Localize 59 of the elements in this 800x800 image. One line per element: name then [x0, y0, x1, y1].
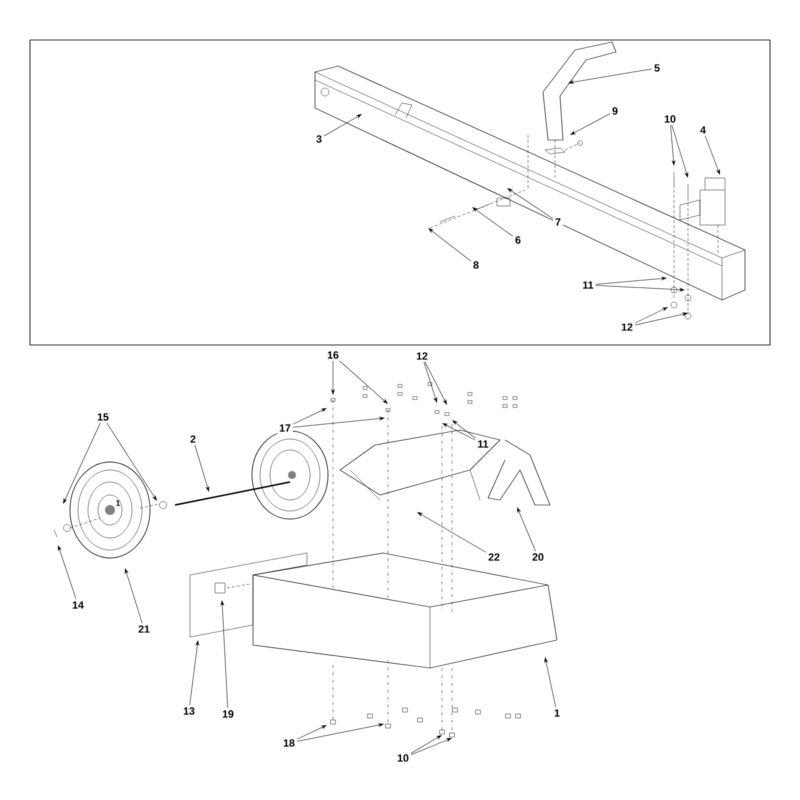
leader-line	[417, 512, 486, 553]
callout-number: 8	[471, 259, 481, 271]
leader-line	[63, 422, 101, 504]
leader-line	[634, 312, 688, 326]
callout-number: 1	[552, 707, 562, 719]
leader-line	[452, 420, 476, 438]
callout-number: 6	[513, 234, 523, 246]
leader-line	[124, 568, 142, 624]
leader-line	[194, 444, 210, 492]
leader-line	[472, 207, 514, 237]
callout-number: 12	[619, 321, 635, 333]
callout-number: 2	[188, 433, 198, 445]
leader-line	[507, 188, 554, 219]
callout-number: 10	[662, 113, 678, 125]
leader-line	[424, 362, 447, 405]
callout-number: 3	[314, 133, 324, 145]
callout-number: 17	[277, 422, 293, 434]
callout-number: 19	[220, 708, 236, 720]
leader-line	[544, 658, 556, 708]
leader-line	[568, 68, 652, 84]
leader-line	[324, 114, 362, 136]
leader-line	[410, 735, 442, 754]
callout-number: 20	[530, 551, 546, 563]
callout-number: 21	[136, 623, 152, 635]
leader-line	[106, 422, 157, 501]
leader-line	[442, 423, 476, 440]
leader-line	[190, 640, 200, 706]
leader-line	[58, 546, 76, 600]
leader-line	[670, 124, 676, 166]
leader-line	[292, 416, 384, 428]
leader-line	[331, 360, 335, 394]
part-mark: 1	[116, 500, 120, 506]
callout-number: 22	[486, 551, 502, 563]
callout-number: 15	[95, 411, 111, 423]
leader-line	[292, 408, 327, 424]
leader-line	[410, 738, 452, 755]
callout-number: 7	[553, 216, 563, 228]
callout-number: 5	[652, 62, 662, 74]
leader-line	[596, 285, 684, 292]
callout-number: 10	[395, 752, 411, 764]
leader-line	[296, 723, 384, 742]
leader-line	[296, 725, 327, 740]
leader-line	[339, 360, 388, 404]
leader-line	[672, 124, 688, 178]
callout-number: 13	[181, 705, 197, 717]
leader-line	[704, 136, 720, 174]
leader-line	[570, 113, 610, 135]
callout-number: 12	[414, 350, 430, 362]
callout-number: 18	[281, 737, 297, 749]
leader-line	[596, 276, 666, 285]
callout-number: 4	[698, 124, 708, 136]
callout-number: 9	[610, 105, 620, 117]
leader-line	[424, 362, 438, 402]
leader-line	[517, 507, 536, 552]
leader-line	[428, 228, 472, 262]
callout-number: 16	[325, 349, 341, 361]
leader-line	[220, 600, 228, 708]
callout-number: 14	[70, 599, 86, 611]
leader-line	[634, 307, 668, 324]
